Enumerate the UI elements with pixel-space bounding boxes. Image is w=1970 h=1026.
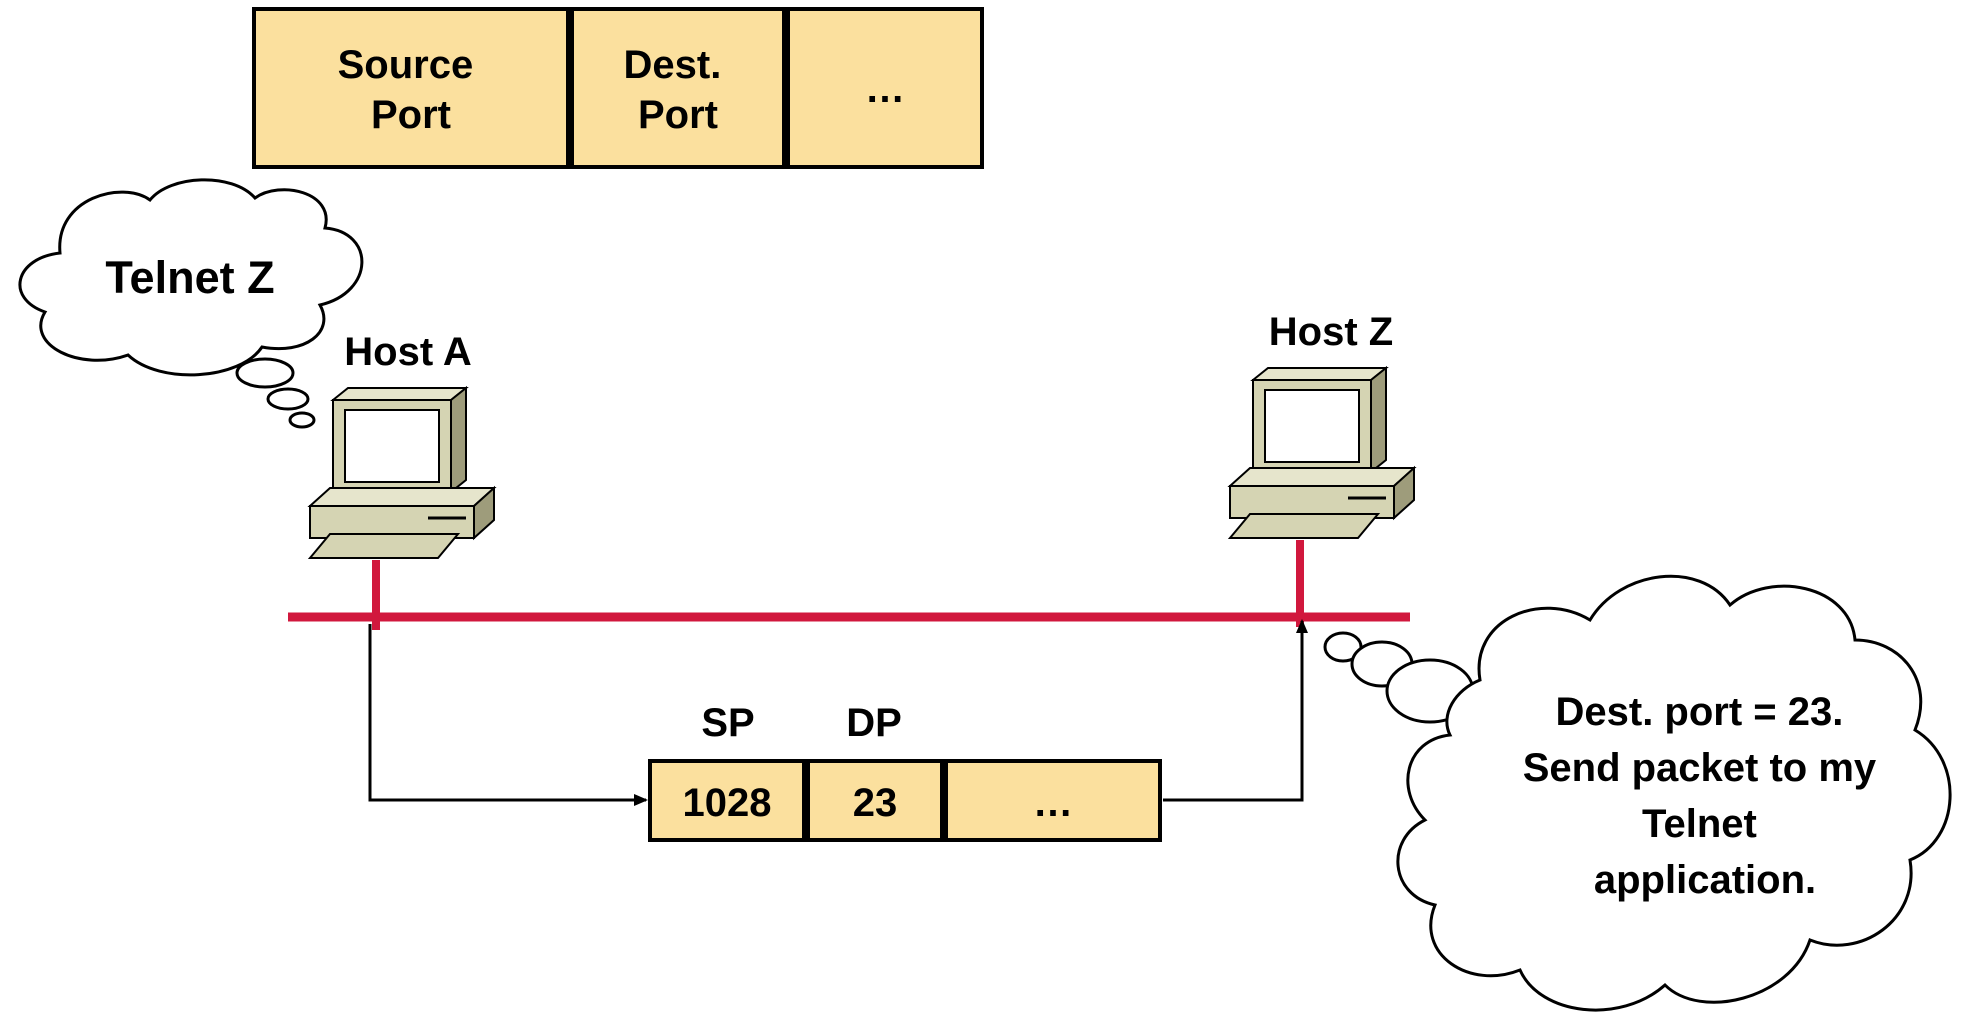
dp-value: 23 — [853, 781, 898, 825]
sp-value: 1028 — [683, 781, 772, 825]
dp-label: DP — [846, 701, 902, 745]
host-z-thought-cloud: Dest. port = 23. Send packet to my Telne… — [1325, 576, 1950, 1010]
packet-more-label: … — [1033, 781, 1073, 825]
network-segment — [288, 540, 1410, 630]
source-port-field — [254, 9, 568, 167]
more-fields-label: … — [865, 67, 905, 111]
host-a-thought-cloud: Telnet Z — [20, 180, 362, 427]
packet: SP DP 1028 23 … — [650, 701, 1160, 840]
segment-header: Source Port Dest. Port … — [254, 9, 982, 167]
host-z-label: Host Z — [1269, 310, 1393, 354]
host-a-thought-text: Telnet Z — [105, 252, 274, 303]
dest-port-field — [572, 9, 784, 167]
host-a-label: Host A — [344, 330, 471, 374]
host-z-computer-icon — [1230, 368, 1414, 538]
host-a-computer-icon — [310, 388, 494, 558]
sp-label: SP — [701, 701, 754, 745]
